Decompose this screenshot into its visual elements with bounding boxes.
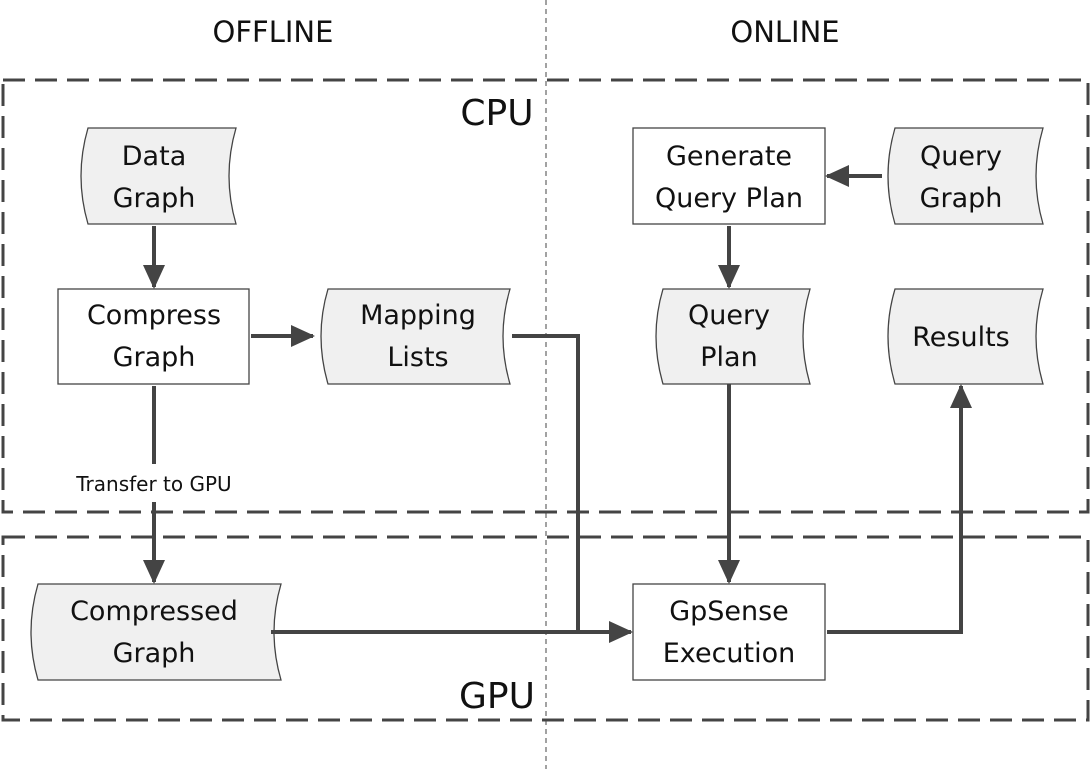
compress-graph-label-line1: Compress	[87, 300, 221, 331]
generate-query-plan-label-line2: Query Plan	[655, 183, 803, 214]
results-node: Results	[887, 288, 1044, 385]
generate-query-plan-node: Generate Query Plan	[632, 127, 826, 225]
query-graph-node: Query Graph	[887, 127, 1044, 225]
query-plan-label-line1: Query	[688, 300, 770, 331]
transfer-label-bg	[60, 470, 250, 498]
mapping-lists-label-line1: Mapping	[360, 300, 476, 331]
online-label: ONLINE	[730, 15, 839, 49]
compressed-graph-label-line1: Compressed	[70, 596, 238, 627]
gpsense-execution-label-line2: Execution	[663, 638, 796, 669]
query-graph-label-line1: Query	[920, 141, 1002, 172]
gpu-label: GPU	[459, 676, 535, 717]
compressed-graph-label-line2: Graph	[113, 638, 196, 669]
transfer-label: Transfer to GPU	[75, 472, 231, 496]
gpsense-execution-node: GpSense Execution	[632, 583, 826, 681]
mapping-lists-label-line2: Lists	[387, 342, 448, 373]
data-graph-node: Data Graph	[80, 127, 237, 225]
edge-execution-to-results	[827, 384, 972, 634]
query-graph-label-line2: Graph	[920, 183, 1003, 214]
compress-graph-label-line2: Graph	[113, 342, 196, 373]
gpsense-execution-label-line1: GpSense	[669, 596, 789, 627]
cpu-label: CPU	[460, 93, 533, 134]
query-plan-node: Query Plan	[655, 288, 811, 385]
offline-label: OFFLINE	[213, 15, 334, 49]
edge-mapping-to-execution	[512, 334, 631, 634]
results-label: Results	[912, 322, 1010, 353]
compressed-graph-node: Compressed Graph	[30, 583, 282, 681]
mapping-lists-node: Mapping Lists	[320, 288, 511, 385]
generate-query-plan-label-line1: Generate	[666, 141, 792, 172]
compress-graph-node: Compress Graph	[57, 288, 250, 385]
query-plan-label-line2: Plan	[700, 342, 757, 373]
data-graph-label-line1: Data	[122, 141, 186, 172]
cpu-region	[1, 78, 1090, 514]
data-graph-label-line2: Graph	[113, 183, 196, 214]
